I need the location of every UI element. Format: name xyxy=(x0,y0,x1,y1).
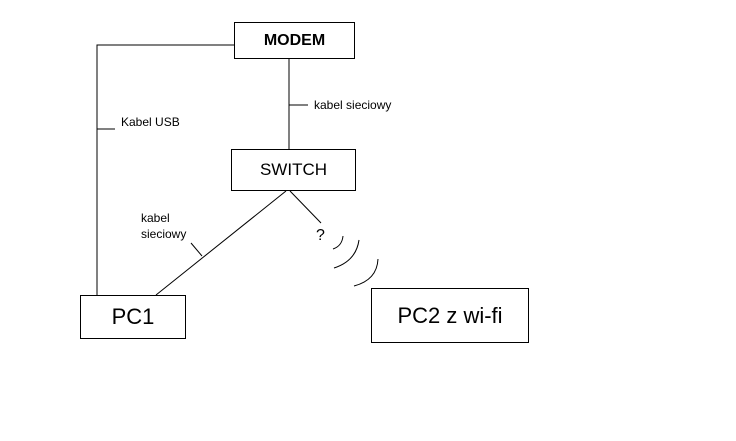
switch-node: SWITCH xyxy=(231,149,356,191)
pc2-wifi-node: PC2 z wi-fi xyxy=(371,288,529,343)
wifi-question-mark: ? xyxy=(316,227,325,244)
modem-node: MODEM xyxy=(234,22,355,59)
switch-pc1-cable-label: kabel sieciowy xyxy=(141,210,186,242)
switch-pc1-cable-label-line1: kabel xyxy=(141,211,170,225)
pc1-node: PC1 xyxy=(80,295,186,339)
wifi-wave-1 xyxy=(332,235,344,250)
switch-wifi-line xyxy=(289,190,322,224)
switch-pc1-label-tick xyxy=(190,242,203,257)
usb-cable-label: Kabel USB xyxy=(121,115,180,129)
wifi-wave-3 xyxy=(353,258,379,287)
switch-pc1-cable-label-line2: sieciowy xyxy=(141,227,187,241)
wifi-wave-2 xyxy=(333,239,360,269)
switch-pc1-cable-line xyxy=(155,190,287,296)
usb-cable-line xyxy=(96,44,234,295)
modem-switch-cable-label: kabel sieciowy xyxy=(314,98,392,112)
